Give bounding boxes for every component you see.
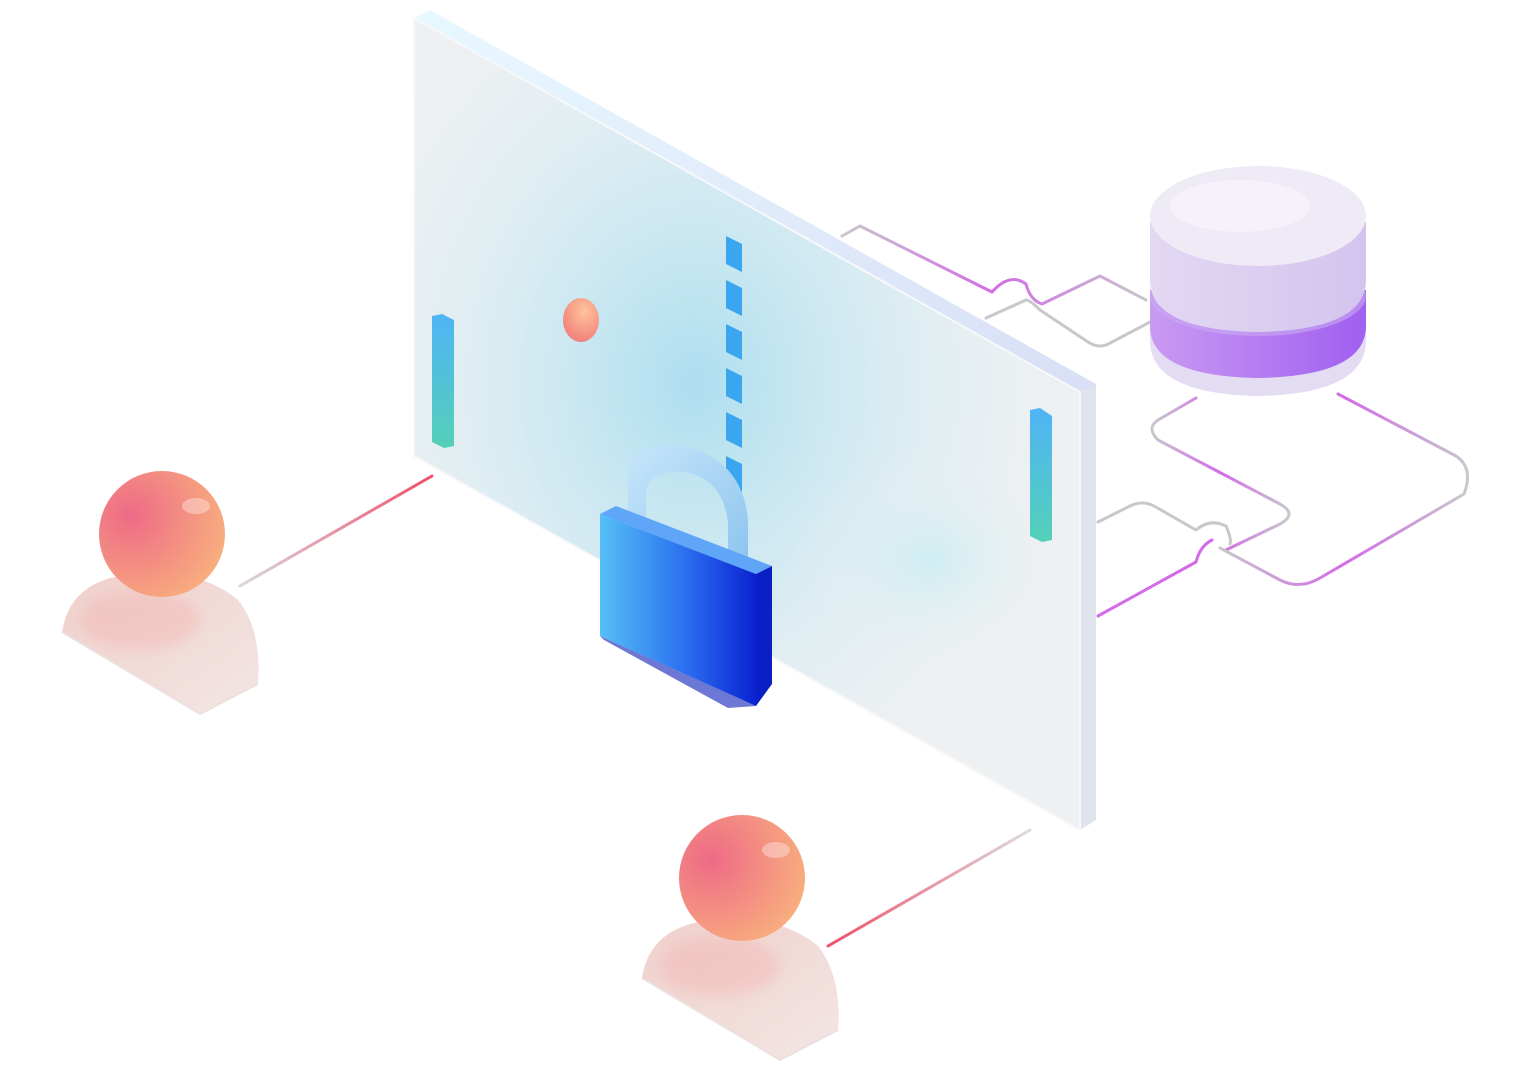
database-connectors	[840, 224, 1470, 618]
padlock-icon	[600, 445, 772, 708]
left-paddle	[432, 314, 454, 448]
connector-line	[1218, 392, 1470, 586]
user-icon	[641, 815, 839, 1062]
right-paddle	[1030, 408, 1052, 542]
connector-line	[826, 828, 1032, 948]
connector-line	[984, 298, 1152, 348]
database-icon	[1150, 166, 1366, 396]
user-icon	[61, 471, 259, 716]
connector-line	[840, 224, 1148, 306]
connector-line	[1096, 538, 1214, 618]
game-ball	[563, 298, 599, 342]
connector-line	[1096, 501, 1232, 546]
game-panel	[413, 10, 1096, 832]
connector-line	[238, 474, 434, 588]
connector-line	[1150, 396, 1291, 552]
